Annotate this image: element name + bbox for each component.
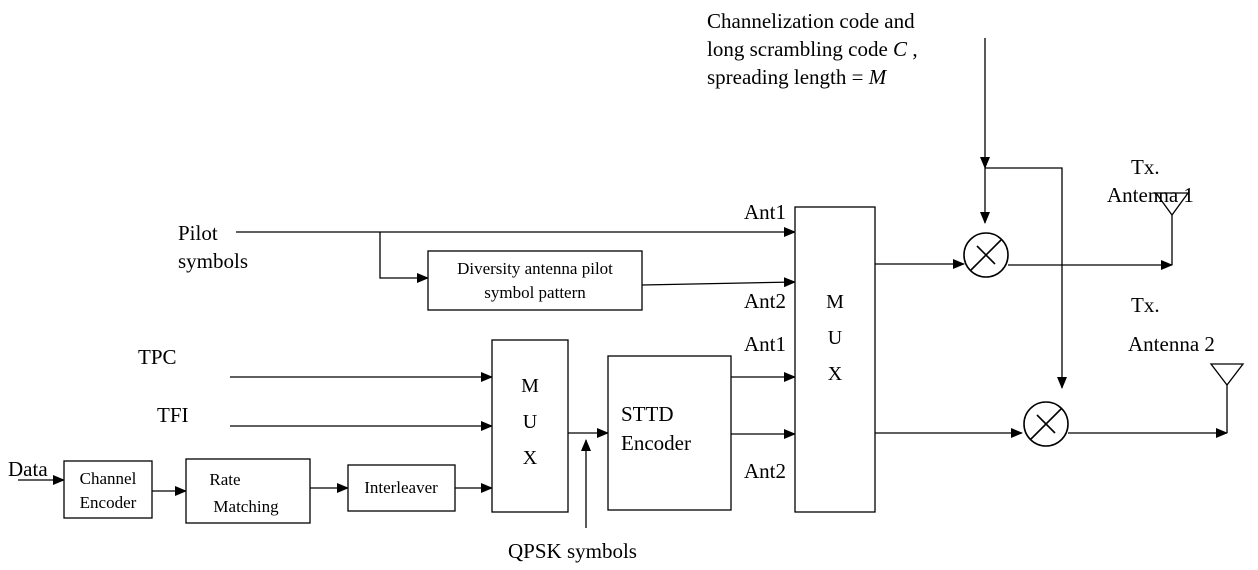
spreading-code-line2: long scrambling code C , [707, 37, 918, 61]
tpc-label: TPC [138, 345, 177, 369]
antenna1-icon [1154, 192, 1190, 265]
tx1-label-line1: Tx. [1131, 155, 1160, 179]
tx1-label-line2: Antenna 1 [1107, 183, 1194, 207]
pilot-label-line1: Pilot [178, 221, 218, 245]
channel-encoder-label-line2: Encoder [80, 493, 137, 512]
rate-matching-label-line2: Matching [213, 497, 279, 516]
mux2-label-m: M [826, 291, 844, 313]
diversity-to-mux2-arrow [641, 277, 796, 288]
sttd-label-line2: Encoder [621, 431, 691, 455]
spreading-code-to-mixer2-arrow [985, 167, 1067, 389]
antenna2-icon [1209, 363, 1245, 433]
mixer1-multiplier-icon [963, 232, 1009, 278]
tx2-label-line2: Antenna 2 [1128, 332, 1215, 356]
data-label: Data [8, 457, 48, 481]
mux2-label-u: U [828, 327, 843, 349]
spreading-code-label: Channelization code and long scrambling … [707, 9, 918, 89]
mux1-label-m: M [521, 375, 539, 397]
mixer2-multiplier-icon [1023, 401, 1069, 447]
mux1-label-x: X [523, 447, 538, 469]
ant2-bottom-label: Ant2 [744, 459, 786, 483]
tfi-label: TFI [157, 403, 189, 427]
pilot-to-diversity-arrow [379, 232, 429, 283]
channel-encoder-block [63, 460, 153, 519]
mux2-block [794, 206, 876, 513]
tx2-label-line1: Tx. [1131, 293, 1160, 317]
ant1-top-label: Ant1 [744, 200, 786, 224]
spreading-code-line1: Channelization code and [707, 9, 915, 33]
rate-matching-label-line1: Rate [209, 470, 240, 489]
sttd-label-line1: STTD [621, 402, 674, 426]
mux1-label-u: U [523, 411, 538, 433]
ant1-bottom-label: Ant1 [744, 332, 786, 356]
mux1-block [491, 339, 569, 513]
spreading-code-line3: spreading length = M [707, 65, 888, 89]
rate-matching-block [185, 458, 311, 524]
pilot-label-line2: symbols [178, 249, 248, 273]
channel-encoder-label-line1: Channel [80, 469, 137, 488]
diversity-pilot-block [427, 250, 643, 311]
sttd-encoder-block [607, 355, 732, 511]
qpsk-label: QPSK symbols [508, 539, 637, 563]
mux2-label-x: X [828, 363, 843, 385]
diversity-label-line2: symbol pattern [484, 283, 586, 302]
diversity-label-line1: Diversity antenna pilot [457, 259, 613, 278]
ant2-top-label: Ant2 [744, 289, 786, 313]
interleaver-label: Interleaver [364, 478, 438, 497]
